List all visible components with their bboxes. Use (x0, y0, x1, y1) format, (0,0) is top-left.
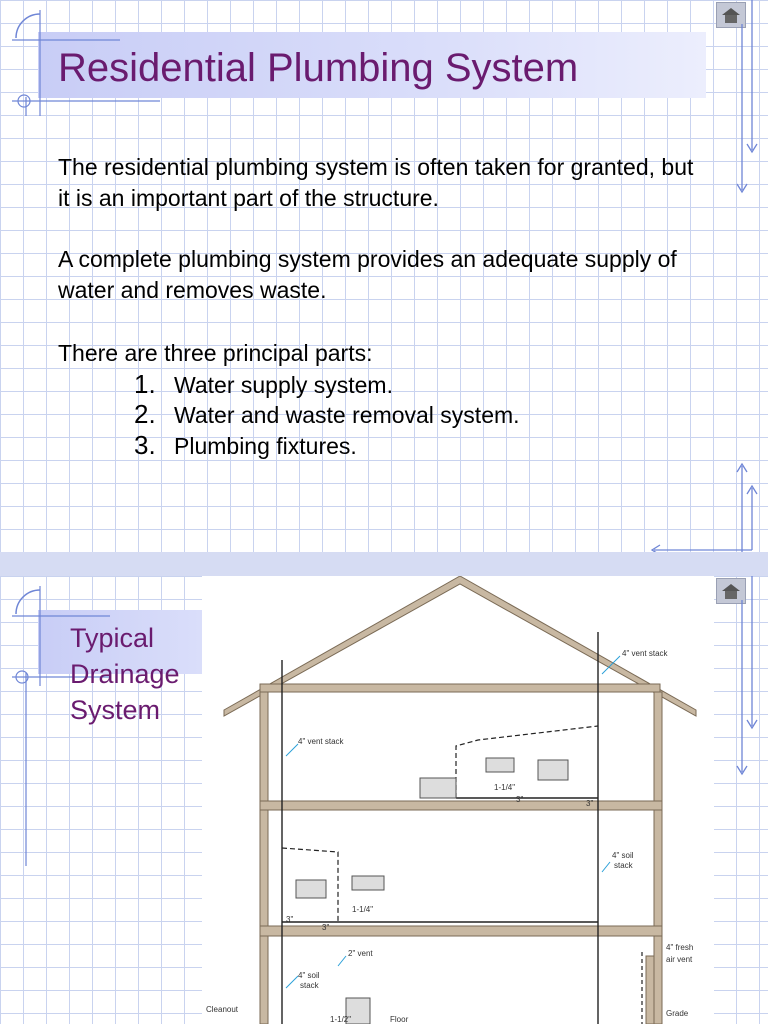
label-grade: Grade (666, 1009, 689, 1018)
list-item: 3. Plumbing fixtures. (134, 430, 357, 461)
label-pipe-size: 1-1/2" (330, 1015, 351, 1024)
arrow-down-icon (736, 576, 758, 776)
drainage-diagram: 4" vent stack 4" vent stack 1-1/4" 3" 3"… (202, 576, 714, 1024)
title-line: Drainage (70, 659, 180, 689)
corner-decoration (12, 586, 110, 866)
label-pipe-size: 3" (322, 923, 329, 932)
title-bar (38, 32, 706, 98)
list-number: 3. (134, 430, 156, 460)
label-pipe-size: 1-1/4" (352, 905, 373, 914)
list-item: 1. Water supply system. (134, 369, 393, 400)
label-floor: Floor (390, 1015, 409, 1024)
list-text: Water supply system. (174, 372, 393, 398)
arrow-up-icon (650, 462, 758, 552)
paragraph-3: There are three principal parts: (58, 340, 373, 366)
title-bar (38, 610, 202, 674)
label-cleanout: Cleanout (206, 1005, 239, 1014)
label-fresh-air-vent: 4" fresh (666, 943, 693, 952)
home-icon (722, 8, 740, 23)
list-number: 1. (134, 369, 156, 399)
slide-separator (0, 552, 768, 576)
page-title: Residential Plumbing System (58, 46, 579, 90)
house-diagram: 4" vent stack 4" vent stack 1-1/4" 3" 3"… (206, 576, 697, 1024)
label-vent-stack-left: 4" vent stack (298, 737, 345, 746)
label-pipe-size: 1-1/4" (494, 783, 515, 792)
paragraph-1: The residential plumbing system is often… (58, 154, 694, 211)
label-soil-stack-left: stack (300, 981, 320, 990)
title-line: Typical (70, 623, 155, 653)
label-soil-stack-right: 4" soil (612, 851, 634, 860)
label-fresh-air-vent: air vent (666, 955, 693, 964)
list-number: 2. (134, 399, 156, 429)
list-text: Plumbing fixtures. (174, 433, 357, 459)
list-item: 2. Water and waste removal system. (134, 399, 520, 430)
label-pipe-size: 3" (516, 795, 523, 804)
title-line: System (70, 695, 161, 725)
label-pipe-size: 3" (286, 915, 293, 924)
label-soil-stack-right: stack (614, 861, 634, 870)
arrow-down-icon (736, 0, 758, 194)
label-pipe-size: 3" (586, 799, 593, 808)
corner-decoration (12, 10, 160, 116)
home-icon (722, 584, 740, 599)
slide-1: Residential Plumbing System The resident… (0, 0, 768, 552)
label-vent-stack-top: 4" vent stack (622, 649, 669, 658)
slide-2: Typical Drainage System (0, 576, 768, 1024)
label-soil-stack-left: 4" soil (298, 971, 320, 980)
paragraph-2: A complete plumbing system provides an a… (58, 246, 677, 303)
slide-title: Typical Drainage System (70, 620, 200, 728)
home-button[interactable] (716, 578, 746, 604)
list-text: Water and waste removal system. (174, 402, 520, 428)
label-vent: 2" vent (348, 949, 373, 958)
home-button[interactable] (716, 2, 746, 28)
